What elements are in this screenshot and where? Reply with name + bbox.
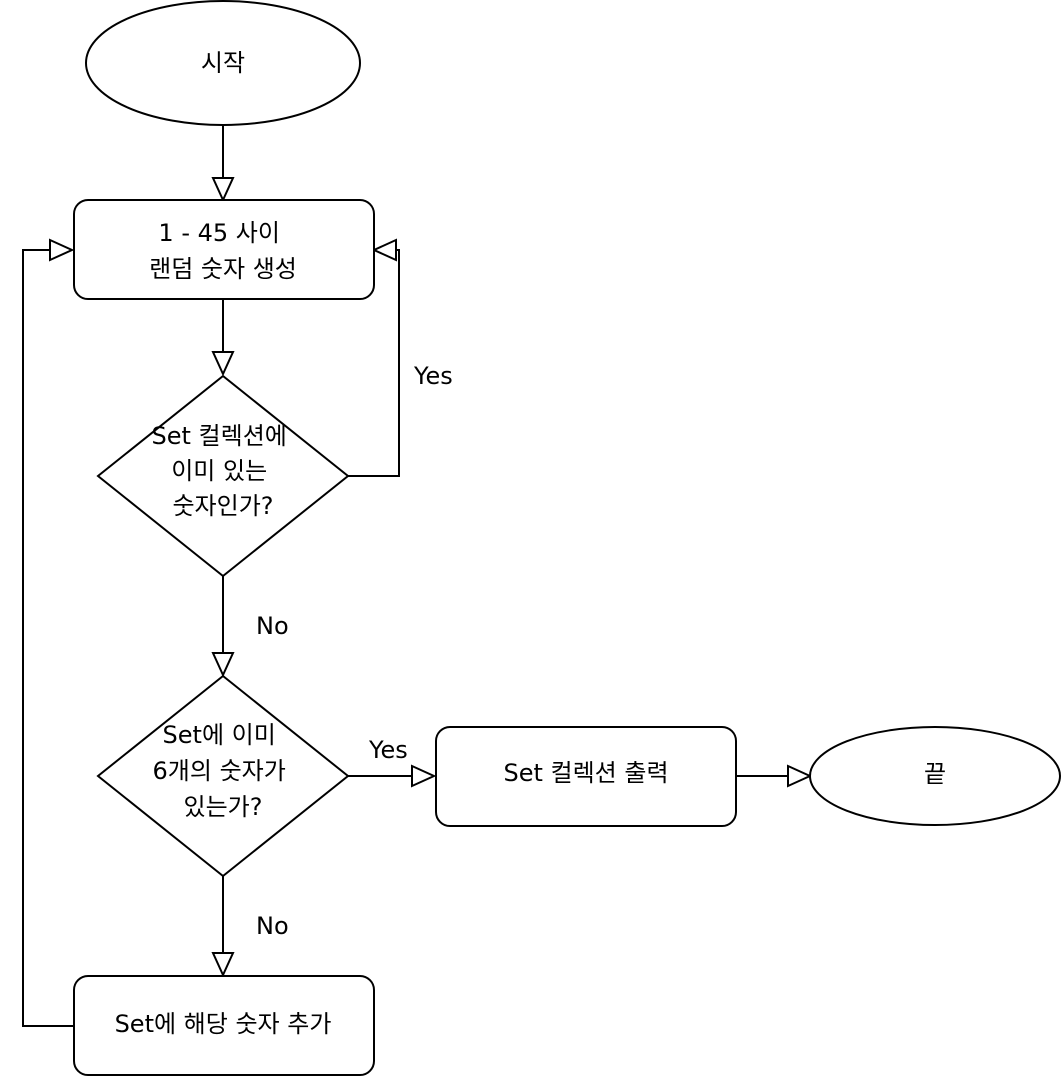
- node-check-six[interactable]: Set에 이미 6개의 숫자가 있는가?: [96, 674, 350, 878]
- edge-exists-yes-loop: [348, 249, 400, 477]
- edges: [22, 125, 813, 1027]
- generate-label-line-1: 1 - 45 사이: [158, 219, 280, 247]
- generate-box: [73, 199, 375, 300]
- node-check-exists[interactable]: Set 컬렉션에 이미 있는 숫자인가?: [96, 374, 350, 578]
- node-start[interactable]: 시작: [85, 0, 361, 126]
- end-ellipse: [809, 726, 1061, 826]
- add-box: [73, 975, 375, 1076]
- check-six-label-line-2: 6개의 숫자가: [153, 757, 286, 785]
- node-generate[interactable]: 1 - 45 사이 랜덤 숫자 생성: [73, 199, 375, 300]
- check-six-label-line-1: Set에 이미: [163, 721, 276, 749]
- node-add[interactable]: Set에 해당 숫자 추가: [73, 975, 375, 1076]
- edge-label-exists-no: No: [256, 612, 289, 640]
- check-exists-label-line-2: 이미 있는: [171, 457, 267, 485]
- check-exists-label: Set 컬렉션에 이미 있는 숫자인가?: [152, 422, 295, 520]
- output-label-line-1: Set 컬렉션 출력: [503, 759, 668, 787]
- check-exists-label-line-1: Set 컬렉션에: [152, 422, 287, 450]
- arrowhead-exists-no: [211, 652, 235, 678]
- edge-labels: Yes No Yes No: [256, 362, 453, 940]
- node-output[interactable]: Set 컬렉션 출력: [435, 726, 737, 827]
- output-label: Set 컬렉션 출력: [503, 759, 668, 787]
- check-six-diamond: [96, 674, 350, 878]
- start-label: 시작: [201, 49, 245, 77]
- node-end[interactable]: 끝: [809, 726, 1061, 826]
- end-label-line-1: 끝: [924, 760, 946, 788]
- arrowhead-exists-yes-loop: [371, 238, 397, 262]
- arrowhead-generate-to-check-exists: [211, 351, 235, 377]
- edge-label-exists-yes: Yes: [413, 362, 453, 390]
- check-six-label: Set에 이미 6개의 숫자가 있는가?: [153, 721, 294, 821]
- arrowhead-six-yes: [411, 764, 437, 788]
- edge-label-six-yes: Yes: [368, 736, 408, 764]
- end-label: 끝: [924, 760, 946, 788]
- output-box: [435, 726, 737, 827]
- arrowhead-six-no: [211, 952, 235, 978]
- edge-label-six-no: No: [256, 912, 289, 940]
- arrowhead-output-to-end: [787, 764, 813, 788]
- start-label-line-1: 시작: [201, 49, 245, 77]
- arrowhead-add-loop: [49, 238, 75, 262]
- check-six-label-line-3: 있는가?: [184, 793, 263, 821]
- generate-label-line-2: 랜덤 숫자 생성: [149, 255, 297, 283]
- generate-label: 1 - 45 사이 랜덤 숫자 생성: [149, 219, 297, 283]
- edge-add-loop: [22, 249, 74, 1027]
- add-label-line-1: Set에 해당 숫자 추가: [115, 1010, 332, 1038]
- add-label: Set에 해당 숫자 추가: [115, 1010, 332, 1038]
- check-exists-diamond: [96, 374, 350, 578]
- start-ellipse: [85, 0, 361, 126]
- check-exists-label-line-3: 숫자인가?: [172, 492, 273, 520]
- arrowhead-start-to-generate: [211, 177, 235, 203]
